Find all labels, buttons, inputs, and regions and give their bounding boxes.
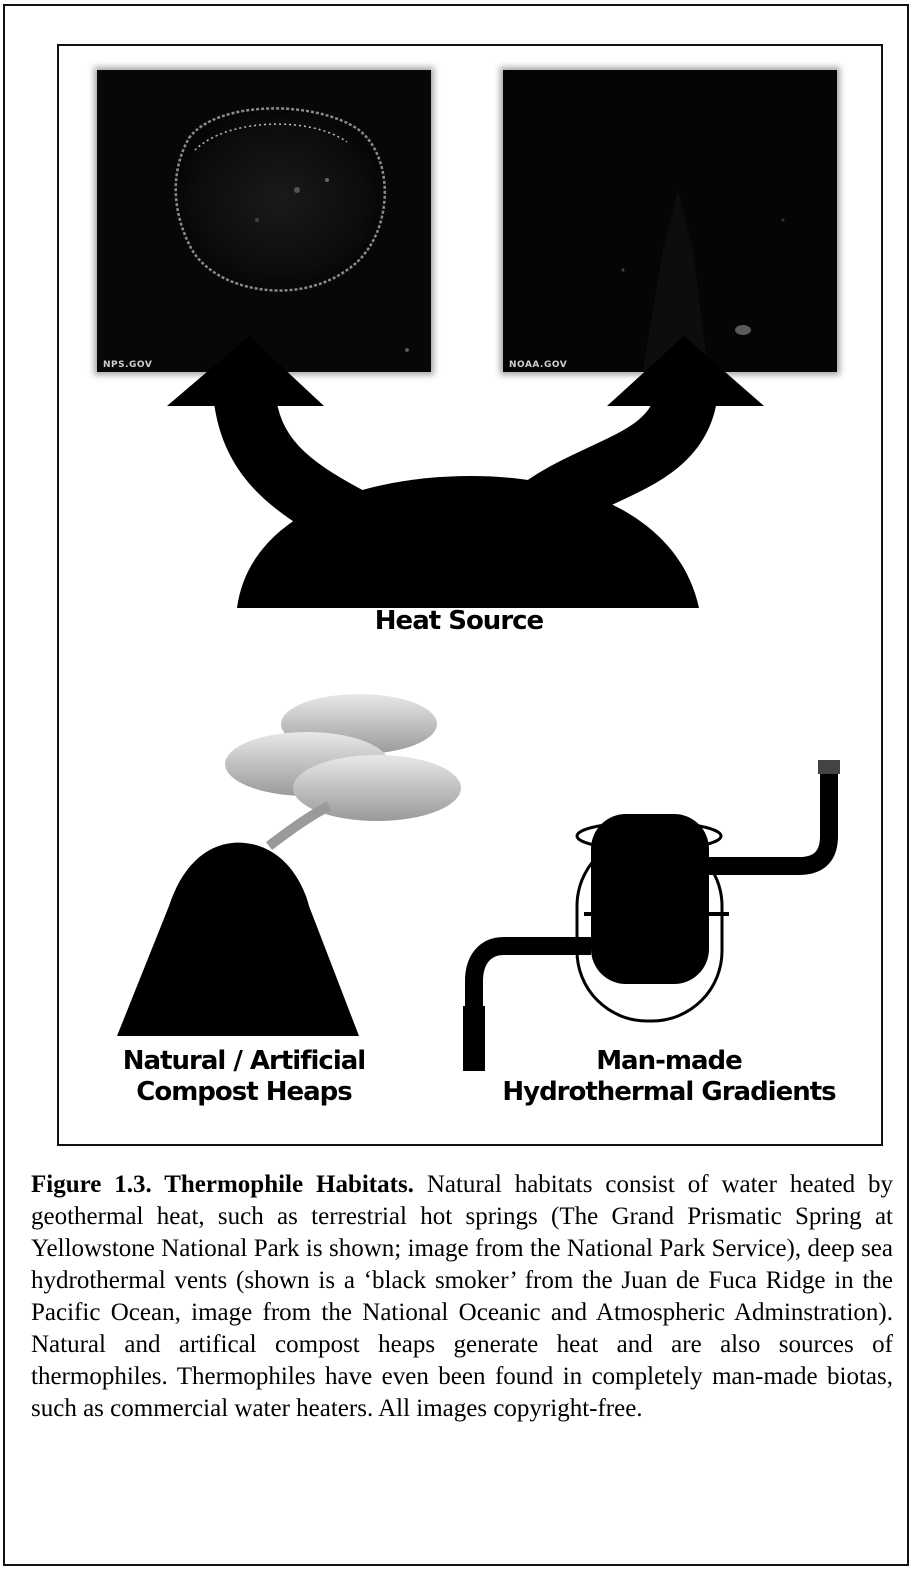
hydrothermal-gradients-label: Man-made Hydrothermal Gradients — [459, 1046, 879, 1108]
figure-panel: NPS.GOV NOAA.GOV — [57, 44, 883, 1146]
arrow-to-black-smoker — [529, 336, 764, 518]
water-heater-icon — [463, 760, 840, 1071]
compost-heap-icon — [117, 843, 359, 1036]
steam-clouds-icon — [225, 694, 461, 846]
compost-label-line2: Compost Heaps — [79, 1077, 409, 1108]
arrow-to-hot-spring — [167, 336, 349, 518]
compost-heaps-label: Natural / Artificial Compost Heaps — [79, 1046, 409, 1108]
figure-frame: NPS.GOV NOAA.GOV — [3, 4, 909, 1566]
figure-caption: Figure 1.3. Thermophile Habitats. Natura… — [31, 1169, 893, 1425]
habitat-diagram — [59, 46, 883, 1146]
heater-label-line2: Hydrothermal Gradients — [459, 1077, 879, 1108]
caption-body: Natural habitats consist of water heated… — [31, 1171, 893, 1422]
caption-lead: Figure 1.3. Thermophile Habitats. — [31, 1171, 414, 1198]
compost-label-line1: Natural / Artificial — [79, 1046, 409, 1077]
heat-source-label: Heat Source — [289, 606, 629, 637]
heater-label-line1: Man-made — [459, 1046, 879, 1077]
